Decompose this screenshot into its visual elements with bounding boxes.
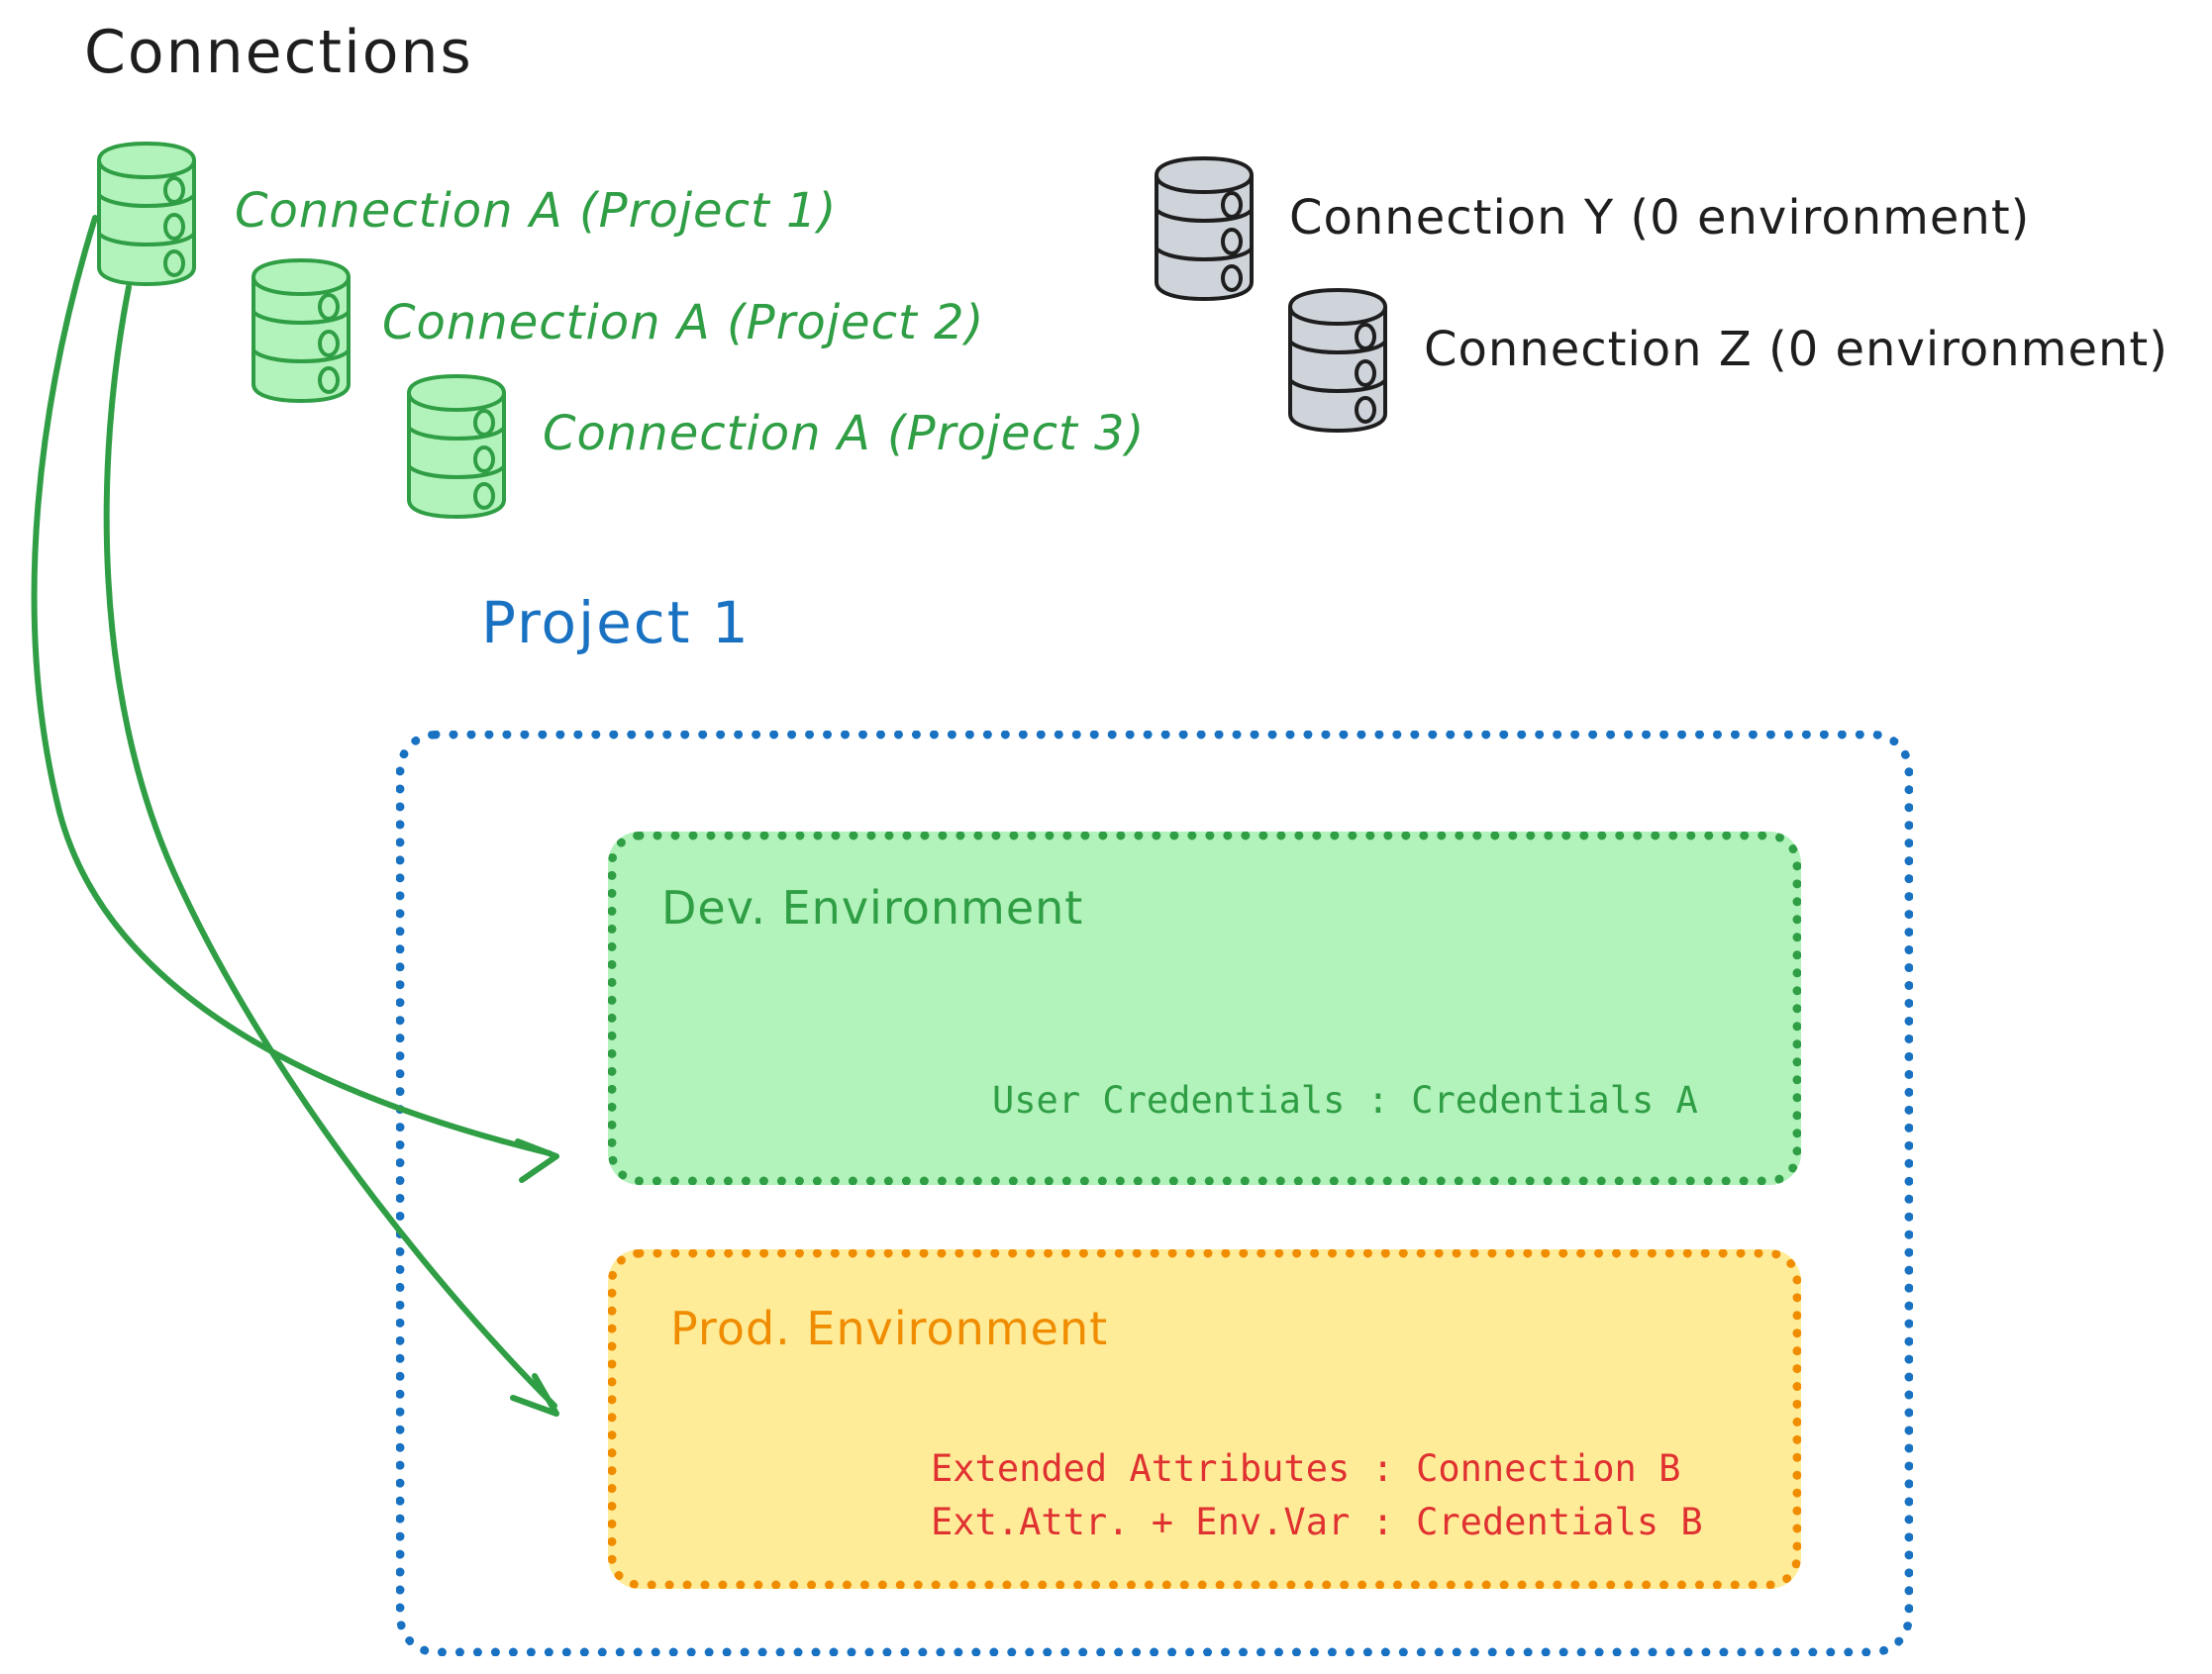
database-icon-connection-z[interactable] — [1282, 285, 1393, 436]
environment-box-dev[interactable] — [608, 832, 1801, 1185]
diagram-heading: Connections — [84, 18, 473, 87]
label-connection-a-project-1: Connection A (Project 1) — [235, 183, 838, 239]
env-entry-prod-0: Extended Attributes : Connection B — [931, 1447, 1681, 1490]
label-connection-a-project-3: Connection A (Project 3) — [543, 406, 1146, 461]
env-entry-prod-1: Ext.Attr. + Env.Var : Credentials B — [931, 1501, 1703, 1543]
environment-box-prod[interactable] — [608, 1249, 1801, 1589]
project-title: Project 1 — [481, 589, 751, 656]
label-connection-a-project-2: Connection A (Project 2) — [382, 295, 985, 350]
environment-label-dev: Dev. Environment — [661, 881, 1084, 935]
env-entry-dev-0: User Credentials : Credentials A — [992, 1079, 1698, 1122]
database-icon-connection-a-project-3[interactable] — [401, 371, 512, 522]
label-connection-y: Connection Y (0 environment) — [1289, 190, 2031, 246]
label-connection-z: Connection Z (0 environment) — [1424, 322, 2168, 377]
database-icon-connection-y[interactable] — [1149, 153, 1259, 304]
database-icon-connection-a-project-2[interactable] — [246, 255, 356, 406]
database-icon-connection-a-project-1[interactable] — [91, 139, 202, 289]
environment-label-prod: Prod. Environment — [670, 1302, 1109, 1355]
